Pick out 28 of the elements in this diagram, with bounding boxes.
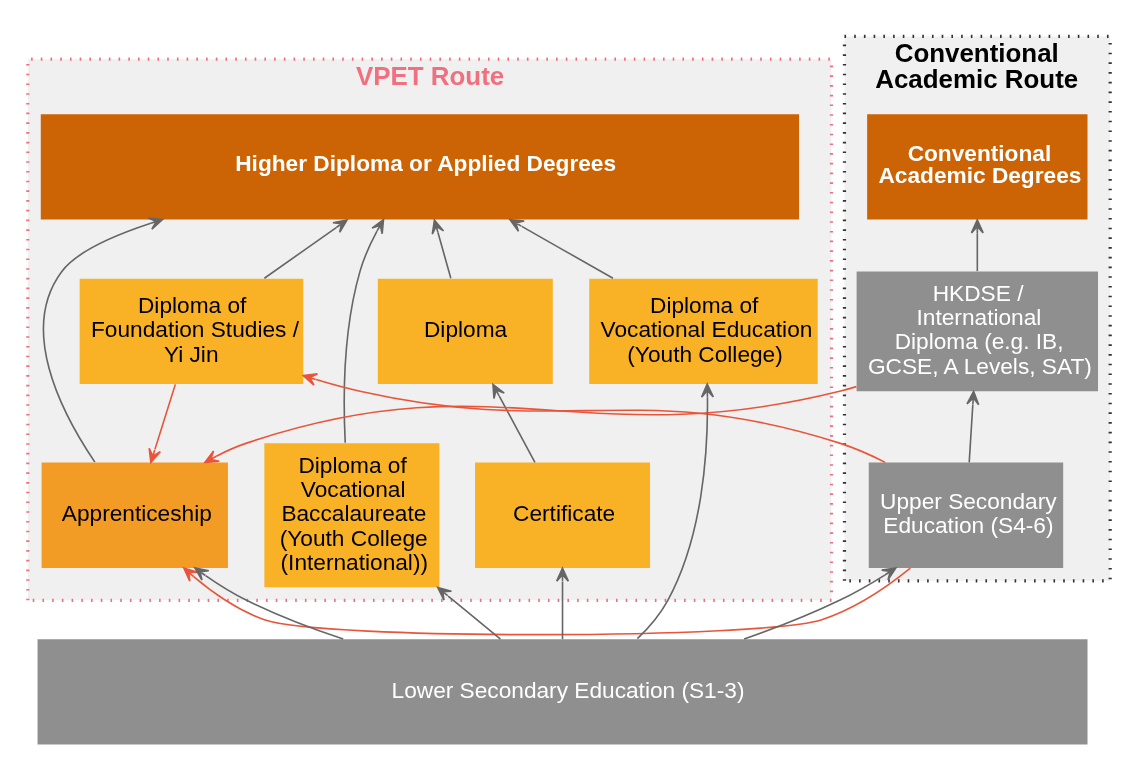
arrow <box>436 586 502 640</box>
arrow <box>194 567 344 640</box>
arrow <box>970 219 984 272</box>
arrow <box>636 383 715 640</box>
arrow <box>42 217 164 463</box>
arrow <box>343 218 385 444</box>
node-box: Diploma of Foundation Studies / Yi Jin <box>79 278 304 384</box>
arrow <box>492 383 536 464</box>
node-box: Conventional Academic Degrees <box>867 114 1088 220</box>
arrow <box>509 218 614 280</box>
arrow <box>183 567 912 636</box>
node-box: HKDSE / International Diploma (e.g. IB, GCSE, A Levels, SAT) <box>856 271 1099 392</box>
node-box: Diploma <box>377 278 553 384</box>
arrow <box>743 567 897 640</box>
node-box: Certificate <box>475 462 650 568</box>
node-box: Diploma of Vocational Education (Youth College) <box>589 278 818 384</box>
node-box: Diploma of Vocational Baccalaureate (Youth College (International)) <box>264 443 440 588</box>
node-box: Apprenticeship <box>41 462 228 568</box>
arrow <box>302 373 886 464</box>
arrow <box>148 383 177 464</box>
arrow <box>431 219 452 280</box>
arrow <box>555 567 570 640</box>
node-box: Lower Secondary Education (S1-3) <box>37 639 1088 745</box>
arrow <box>966 390 980 464</box>
arrow <box>263 219 348 280</box>
arrow <box>204 385 858 464</box>
node-box: Upper Secondary Education (S4-6) <box>868 462 1064 568</box>
node-box: Higher Diploma or Applied Degrees <box>40 114 800 220</box>
